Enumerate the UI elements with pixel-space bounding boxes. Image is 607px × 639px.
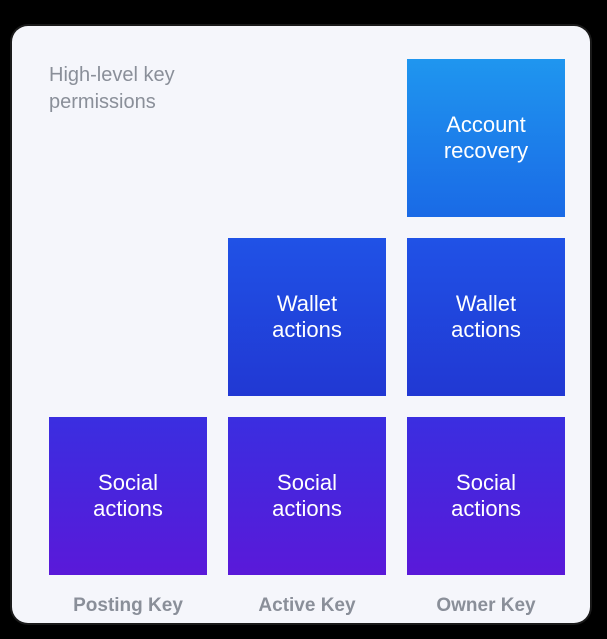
posting-key-label: Posting Key — [73, 595, 183, 616]
active-social-actions-tile: Social actions — [228, 417, 386, 575]
owner-account-recovery-label: Account recovery — [443, 112, 529, 163]
posting-social-actions-label: Social actions — [93, 470, 163, 521]
owner-social-actions-tile: Social actions — [407, 417, 565, 575]
owner-account-recovery-tile: Account recovery — [407, 59, 565, 217]
posting-social-actions-tile: Social actions — [49, 417, 207, 575]
owner-social-actions-label: Social actions — [451, 470, 521, 521]
owner-wallet-actions-tile: Wallet actions — [407, 238, 565, 396]
active-wallet-actions-label: Wallet actions — [272, 291, 342, 342]
owner-wallet-actions-label: Wallet actions — [451, 291, 521, 342]
diagram-heading: High-level key permissions — [49, 64, 175, 113]
active-wallet-actions-tile: Wallet actions — [228, 238, 386, 396]
active-social-actions-label: Social actions — [272, 470, 342, 521]
active-key-label: Active Key — [258, 595, 356, 616]
owner-key-label: Owner Key — [436, 595, 536, 616]
